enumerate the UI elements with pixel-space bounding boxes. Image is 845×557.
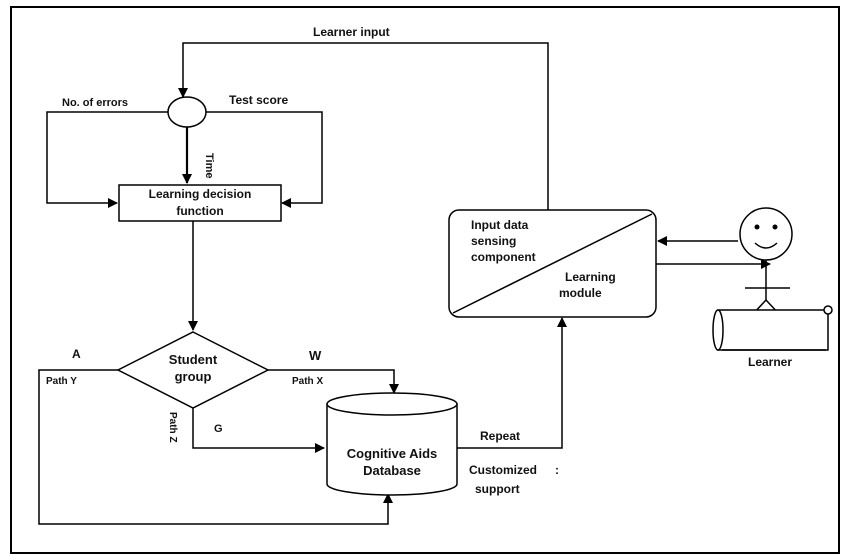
no-of-errors-label: No. of errors: [62, 97, 128, 109]
learning-module-line2: module: [559, 286, 602, 300]
score-connector: [206, 111, 323, 208]
decision-label-line2: function: [176, 204, 223, 218]
input-sensing-line1: Input data: [471, 218, 529, 232]
test-score-label: Test score: [229, 93, 288, 107]
learner-input-label: Learner input: [313, 25, 390, 39]
path-y-connector: [38, 369, 393, 525]
student-group-line1: Student: [169, 352, 218, 367]
measurement-node: [167, 96, 207, 128]
learning-module-line1: Learning: [565, 270, 616, 284]
time-label: Time: [203, 153, 215, 178]
database-top: [326, 392, 458, 416]
student-group-line2: group: [175, 369, 212, 384]
learner-input-connector: [178, 42, 549, 210]
learner-scroll-icon: [712, 305, 833, 351]
path-y-label: Path Y: [46, 376, 77, 387]
path-z-connector: [192, 408, 325, 453]
path-x-label: Path X: [292, 376, 323, 387]
module-divider: [452, 213, 653, 314]
w-label: W: [309, 348, 322, 363]
database-label-line1: Cognitive Aids: [347, 446, 438, 461]
input-sensing-line2: sensing: [471, 234, 516, 248]
outer-frame: [10, 6, 840, 554]
decision-label-line1: Learning decision: [149, 187, 252, 201]
learning-decision-box: [118, 184, 282, 222]
g-label: G: [214, 423, 223, 435]
repeat-connector: [457, 317, 567, 449]
database-label-line2: Database: [363, 463, 421, 478]
database-cylinder: [326, 404, 458, 496]
repeat-label: Repeat: [480, 429, 520, 443]
input-sensing-line3: component: [471, 250, 536, 264]
path-z-label: Path Z: [167, 412, 178, 443]
customized-support-line2: support: [475, 482, 520, 496]
customized-colon: :: [555, 463, 559, 477]
learner-figure-icon: [739, 207, 793, 316]
learner-label: Learner: [748, 355, 792, 369]
errors-connector: [46, 111, 168, 208]
path-x-connector: [268, 369, 399, 394]
a-label: A: [72, 347, 81, 361]
customized-support-line1: Customized: [469, 463, 537, 477]
